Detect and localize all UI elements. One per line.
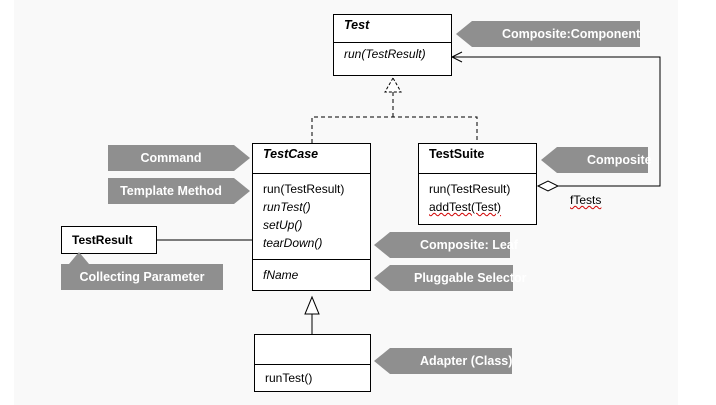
realization-arrowhead (384, 76, 402, 93)
aggregation-diamond (536, 180, 560, 192)
class-testcase-attributes: fName (253, 260, 370, 287)
tag-adapter-class: Adapter (Class) (374, 348, 512, 374)
operation: run(TestResult) (429, 182, 511, 196)
class-testsuite-operations: run(TestResult) addTest(Test) (419, 174, 536, 219)
realization-testcase (311, 116, 478, 143)
attribute: fName (263, 268, 299, 282)
operation: runTest() (263, 200, 311, 214)
class-adapter-operations: runTest() (255, 365, 370, 390)
class-test-operations: run(TestResult) (334, 43, 451, 66)
aggregation-arrowhead (450, 51, 463, 63)
class-test-name: Test (334, 15, 451, 43)
operation: addTest(Test) (429, 200, 502, 214)
operation: run(TestResult) (344, 47, 426, 61)
class-testsuite[interactable]: TestSuite run(TestResult) addTest(Test) (418, 143, 537, 225)
class-adapter-name (255, 335, 370, 365)
operation: run(TestResult) (263, 182, 345, 196)
tag-composite: Composite (541, 147, 652, 173)
class-test[interactable]: Test run(TestResult) (333, 14, 452, 76)
aggregation-line (452, 56, 661, 187)
role-text: fTests (570, 193, 602, 207)
tag-collecting-parameter: Collecting Parameter (61, 252, 223, 290)
tag-template-method: Template Method (108, 178, 250, 204)
inheritance-arrowhead (304, 295, 320, 315)
tag-composite-leaf: Composite: Leaf (374, 232, 518, 258)
operation: tearDown() (263, 236, 323, 250)
tag-composite-component: Composite:Component (456, 21, 640, 47)
class-testsuite-name: TestSuite (419, 144, 536, 174)
class-testcase-name: TestCase (253, 144, 370, 174)
class-testresult[interactable]: TestResult (61, 226, 157, 254)
class-adapter[interactable]: runTest() (254, 334, 371, 392)
tag-command: Command (108, 145, 250, 171)
class-testcase[interactable]: TestCase run(TestResult) runTest() setUp… (252, 143, 371, 291)
tag-pluggable-selector: Pluggable Selector (374, 265, 527, 291)
operation: setUp() (263, 218, 303, 232)
operation: runTest() (265, 371, 313, 385)
association-role-label: fTests (570, 193, 601, 207)
class-testcase-operations: run(TestResult) runTest() setUp() tearDo… (253, 174, 370, 260)
